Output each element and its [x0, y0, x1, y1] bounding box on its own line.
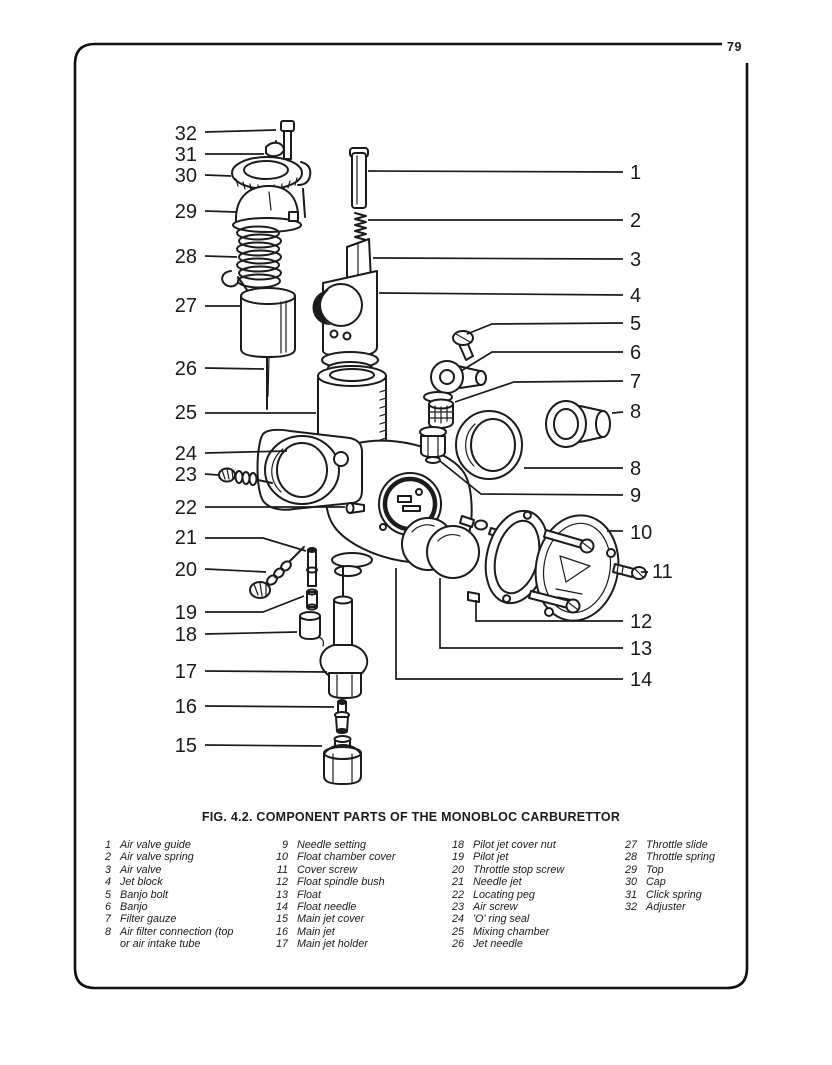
part-throttle-spring	[236, 225, 282, 289]
callout-23: 23	[175, 464, 197, 486]
callout-32: 32	[175, 123, 197, 145]
callout-28: 28	[175, 246, 197, 268]
part-main-jet	[334, 699, 350, 734]
callout-2: 2	[630, 210, 641, 232]
leader-line-30	[204, 174, 232, 177]
page-border	[73, 42, 749, 990]
callout-21: 21	[175, 527, 197, 549]
callout-22: 22	[175, 497, 197, 519]
callout-29: 29	[175, 201, 197, 223]
part-pilot-jet-cover-nut	[299, 611, 325, 647]
callout-11: 11	[652, 561, 673, 583]
leader-line-14	[395, 568, 623, 680]
leader-line-20	[204, 568, 267, 573]
part-filter-gauze	[428, 398, 454, 429]
callout-15: 15	[175, 735, 197, 757]
callout-8: 8	[630, 401, 641, 423]
callout-16: 16	[175, 696, 197, 718]
callout-14: 14	[630, 669, 652, 691]
part-joint-washer	[484, 509, 550, 605]
leader-line-17	[204, 670, 328, 673]
leader-line-23	[204, 473, 219, 476]
callout-27: 27	[175, 295, 197, 317]
part-pilot-jet	[306, 588, 318, 611]
part-jet-needle	[266, 356, 270, 410]
part-main-jet-holder	[319, 565, 369, 699]
callout-19: 19	[175, 602, 197, 624]
leader-line-18	[204, 631, 298, 635]
callout-31: 31	[175, 144, 197, 166]
leader-line-19	[205, 595, 305, 613]
leader-line-7	[454, 380, 624, 403]
callout-9: 9	[630, 485, 641, 507]
leader-line-1	[367, 170, 624, 173]
leader-line-6	[460, 351, 623, 372]
part-needle-jet	[306, 547, 318, 587]
callout-8: 8	[630, 458, 641, 480]
part-air-valve-guide	[349, 147, 369, 209]
leader-line-5	[466, 322, 624, 335]
leader-line-9	[439, 460, 624, 496]
part-banjo-bolt	[452, 330, 474, 361]
part-jet-block	[312, 270, 379, 375]
part-float-spindle-bush	[467, 591, 480, 603]
callout-12: 12	[630, 611, 652, 633]
callout-24: 24	[175, 443, 197, 465]
callout-6: 6	[630, 342, 641, 364]
leader-line-28	[204, 255, 238, 258]
part-main-jet-cover	[323, 735, 362, 785]
callout-26: 26	[175, 358, 197, 380]
callout-3: 3	[630, 249, 641, 271]
part-throttle-stop-screw	[249, 546, 305, 599]
part-throttle-slide	[221, 270, 296, 358]
leader-line-24	[204, 450, 288, 454]
leader-line-4	[378, 292, 624, 296]
part-air-screw	[218, 467, 273, 486]
callout-4: 4	[630, 285, 641, 307]
callout-5: 5	[630, 313, 641, 335]
leader-line-12	[475, 600, 623, 622]
callout-1: 1	[630, 162, 641, 184]
leader-line-3	[372, 257, 624, 260]
part-top	[232, 184, 302, 233]
part-click-spring	[265, 141, 285, 158]
callout-30: 30	[175, 165, 197, 187]
callout-layer: 3231302928272625242322212019181716151234…	[175, 123, 673, 757]
leader-line-13	[439, 578, 623, 649]
part-locating-peg	[345, 502, 365, 514]
part-banjo	[423, 360, 487, 403]
part-air-filter-connection	[545, 400, 611, 448]
callout-17: 17	[175, 661, 197, 683]
leader-line-32	[204, 129, 277, 133]
leader-line-29	[204, 210, 237, 213]
callout-20: 20	[175, 559, 197, 581]
part-carburettor-body	[256, 428, 473, 577]
part-air-intake-ring	[455, 410, 523, 480]
carburettor-art	[218, 120, 647, 785]
callout-10: 10	[630, 522, 652, 544]
part-air-valve-spring	[354, 212, 367, 241]
callout-25: 25	[175, 402, 197, 424]
callout-18: 18	[175, 624, 197, 646]
page-number: 79	[727, 40, 742, 54]
leader-line-26	[204, 367, 265, 370]
leader-line-21	[205, 537, 307, 552]
figure-caption: FIG. 4.2. COMPONENT PARTS OF THE MONOBLO…	[201, 810, 621, 824]
part-float	[401, 517, 480, 579]
leader-line-16	[204, 705, 335, 708]
part-needle-setting	[419, 426, 447, 464]
callout-7: 7	[630, 371, 641, 393]
part-cover-screw	[612, 563, 647, 580]
callout-13: 13	[630, 638, 652, 660]
leader-line-8	[611, 411, 624, 414]
leader-line-15	[204, 744, 323, 747]
